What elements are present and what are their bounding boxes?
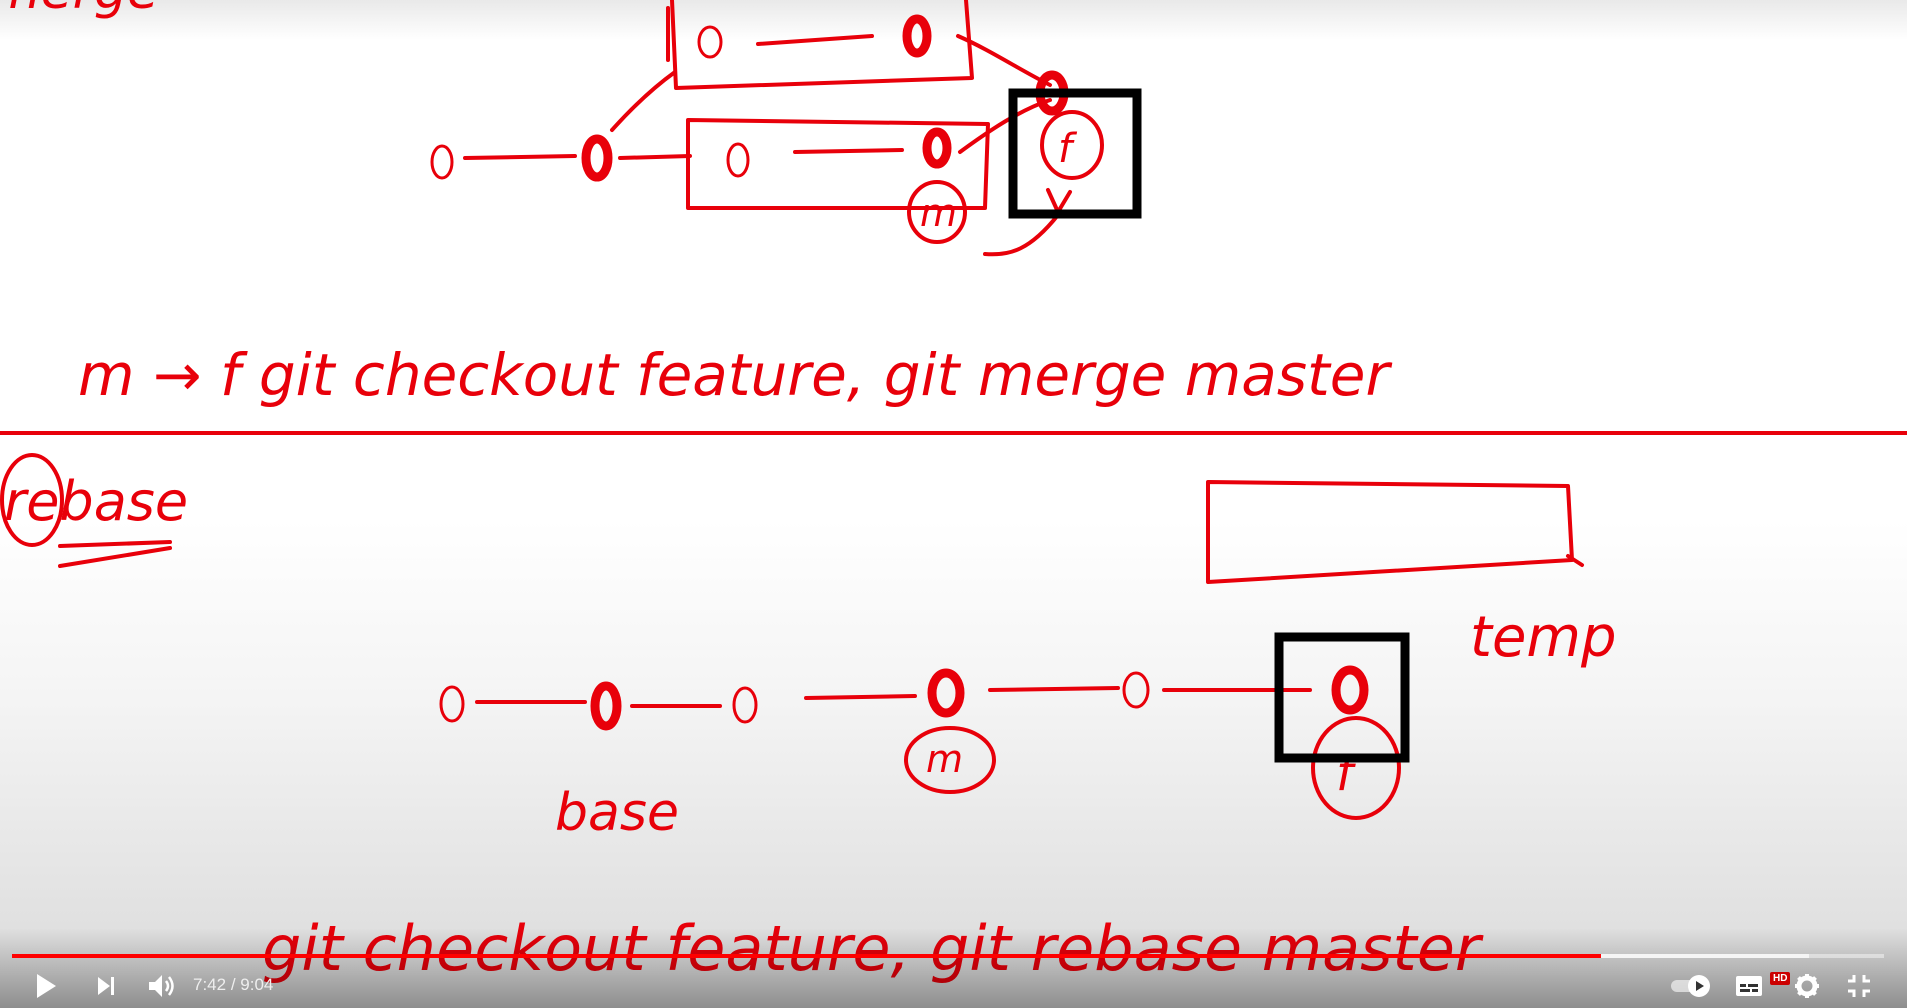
rebase-caption: git checkout feature, git rebase master xyxy=(262,912,1484,985)
commit-node xyxy=(922,127,952,169)
rebase-master-label: m xyxy=(926,737,963,781)
play-button[interactable] xyxy=(30,970,62,1002)
play-icon xyxy=(37,974,56,998)
master-label: m xyxy=(920,191,957,235)
feature-label: f xyxy=(1058,126,1078,172)
commit-node xyxy=(732,686,758,724)
merge-caption: m → f git checkout feature, git merge ma… xyxy=(78,341,1392,409)
next-icon xyxy=(98,977,114,995)
feature-label-circle xyxy=(1040,110,1104,180)
volume-icon xyxy=(149,975,174,997)
master-branch-box xyxy=(686,118,990,210)
commit-node xyxy=(1122,671,1150,709)
commit-node xyxy=(439,685,465,723)
merge-header: merge xyxy=(0,0,159,21)
autoplay-toggle[interactable] xyxy=(1668,972,1714,1000)
master-label-circle xyxy=(907,180,967,244)
time-separator: / xyxy=(226,975,241,994)
temp-label: temp xyxy=(1470,605,1617,670)
gear-icon xyxy=(1795,974,1819,998)
settings-button[interactable] xyxy=(1790,970,1824,1002)
commit-node xyxy=(581,134,613,182)
commit-node xyxy=(902,14,932,58)
subtitles-icon xyxy=(1736,976,1762,996)
progress-bar[interactable] xyxy=(12,954,1884,958)
autoplay-toggle-icon xyxy=(1671,975,1710,997)
exit-fullscreen-icon xyxy=(1848,975,1870,997)
temp-box xyxy=(1206,480,1574,584)
controls-gradient xyxy=(0,928,1907,1008)
feature-label-circle xyxy=(1311,716,1401,820)
commit-node xyxy=(430,144,454,180)
highlight-box xyxy=(1008,88,1142,219)
progress-played xyxy=(12,954,1602,958)
time-current: 7:42 xyxy=(193,975,227,994)
time-total: 9:04 xyxy=(240,975,274,994)
base-commit-node xyxy=(590,681,622,731)
commit-node xyxy=(726,142,750,178)
master-commit-node xyxy=(927,668,965,718)
rebase-header: rebase xyxy=(4,470,188,533)
time-display: 7:42 / 9:04 xyxy=(193,974,273,996)
hd-badge: HD xyxy=(1770,972,1791,985)
subtitles-button[interactable] xyxy=(1732,970,1766,1002)
base-label: base xyxy=(555,783,679,843)
exit-fullscreen-button[interactable] xyxy=(1842,970,1876,1002)
volume-button[interactable] xyxy=(144,968,180,1004)
highlight-box xyxy=(1274,632,1410,763)
commit-node xyxy=(697,25,723,59)
master-label-circle xyxy=(904,726,996,794)
next-button[interactable] xyxy=(90,970,122,1002)
rebased-commit-node xyxy=(1331,665,1369,715)
